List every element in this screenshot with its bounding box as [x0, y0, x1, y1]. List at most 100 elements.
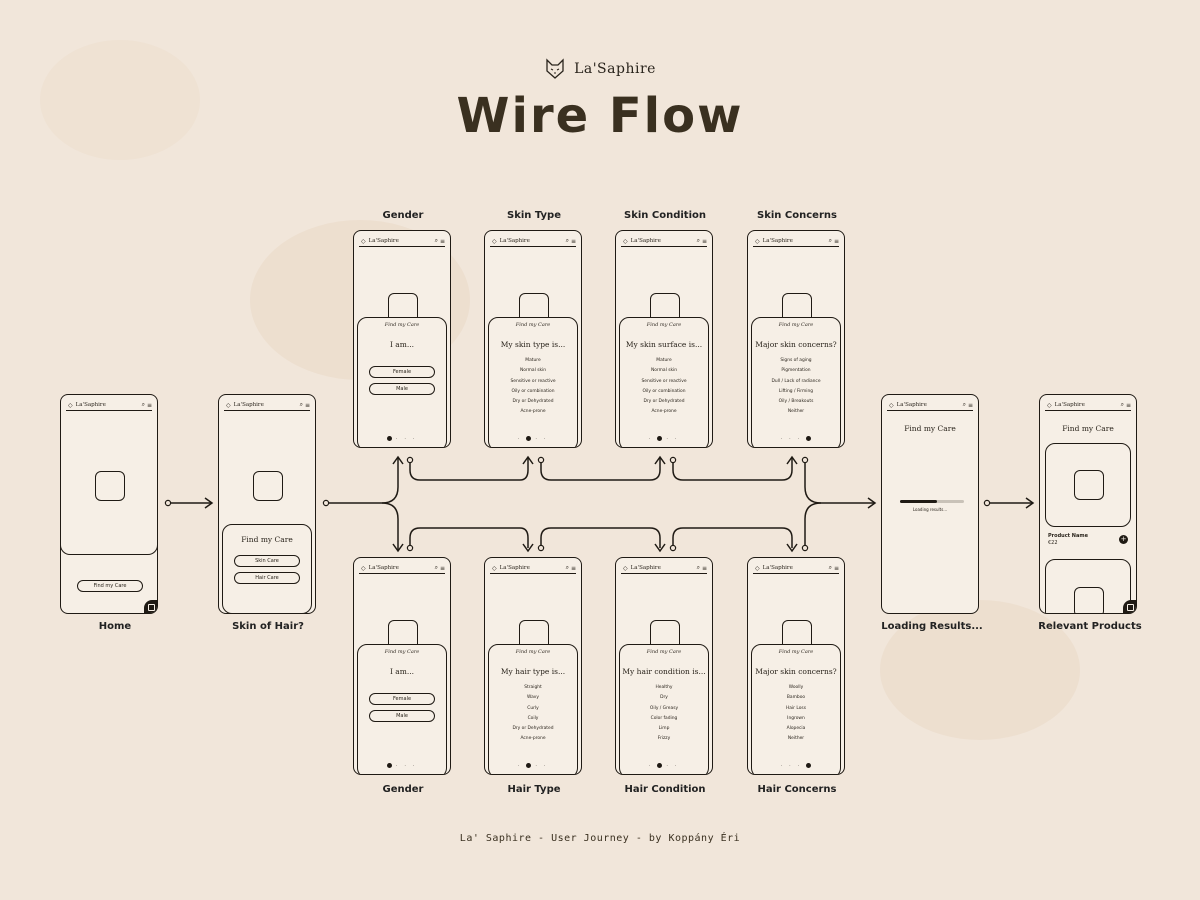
menu-icon[interactable]: ≡ — [146, 401, 152, 409]
menu-icon[interactable]: ≡ — [833, 564, 839, 572]
search-icon[interactable]: ⌕ — [828, 564, 832, 571]
search-icon[interactable]: ⌕ — [696, 237, 700, 244]
product-card[interactable] — [1045, 443, 1131, 527]
phone-products: ◇ La'Saphire ⌕ ≡ Find my Care Product Na… — [1039, 394, 1137, 614]
menu-icon[interactable]: ≡ — [570, 237, 576, 245]
option-item[interactable]: Alopecia — [786, 726, 806, 732]
product-name: Product Name — [1048, 533, 1088, 539]
phone-logo: La'Saphire — [630, 565, 661, 571]
option-item[interactable]: Oily or combination — [642, 388, 686, 394]
search-icon[interactable]: ⌕ — [696, 564, 700, 571]
menu-icon[interactable]: ≡ — [1125, 401, 1131, 409]
option-item[interactable]: Normal skin — [519, 368, 547, 374]
option-item[interactable]: Oily / Breakouts — [778, 399, 814, 405]
option-item[interactable]: Bamboo — [786, 695, 806, 701]
phone-skin-condition: ◇ La'Saphire ⌕ ≡ Find my Care My skin su… — [615, 230, 713, 448]
search-icon[interactable]: ⌕ — [828, 237, 832, 244]
search-icon[interactable]: ⌕ — [565, 237, 569, 244]
menu-icon[interactable]: ≡ — [439, 564, 445, 572]
option-item[interactable]: Lifting / Firming — [778, 388, 814, 394]
option-item[interactable]: Color fading — [650, 715, 678, 721]
step-indicator: · · · — [748, 763, 844, 768]
option-item[interactable]: Curly — [527, 705, 539, 711]
option-item[interactable]: Mature — [656, 358, 672, 363]
phone-header: ◇ La'Saphire ⌕ ≡ — [887, 401, 973, 411]
step-indicator: · · · — [748, 436, 844, 441]
option-item[interactable]: Oily or combination — [511, 388, 555, 394]
option-item[interactable]: Dry or Dehydrated — [512, 726, 554, 732]
female-option[interactable]: Female — [369, 366, 435, 378]
menu-icon[interactable]: ≡ — [833, 237, 839, 245]
product-card[interactable] — [1045, 559, 1131, 613]
hair-care-button[interactable]: Hair Care — [234, 572, 300, 584]
question-text: Major skin concerns? — [755, 667, 837, 676]
search-icon[interactable]: ⌕ — [434, 564, 438, 571]
question-card: Find my Care My hair type is... Straight… — [488, 644, 578, 774]
loading-title: Find my Care — [904, 424, 956, 433]
cat-logo-icon: ◇ — [361, 237, 366, 245]
option-item[interactable]: Hair Loss — [785, 705, 807, 711]
cart-icon[interactable] — [1123, 600, 1136, 613]
option-item[interactable]: Oily / Greasy — [649, 705, 679, 711]
option-item[interactable]: Dull / Lack of radiance — [771, 378, 821, 384]
option-item[interactable]: Healthy — [655, 685, 673, 690]
menu-icon[interactable]: ≡ — [701, 564, 707, 572]
option-item[interactable]: Sensitive or reactive — [641, 378, 687, 384]
question-card: Find my Care Major skin concerns? Signs … — [751, 317, 841, 447]
cat-logo-icon: ◇ — [755, 564, 760, 572]
option-item[interactable]: Limp — [658, 726, 670, 732]
option-item[interactable]: Ingrown — [787, 715, 805, 721]
label-skin-condition: Skin Condition — [624, 210, 706, 221]
add-to-cart-button[interactable]: + — [1119, 535, 1128, 544]
option-item[interactable]: Coily — [527, 715, 539, 721]
phone-header: ◇ La'Saphire ⌕ ≡ — [1045, 401, 1131, 411]
female-option[interactable]: Female — [369, 693, 435, 705]
menu-icon[interactable]: ≡ — [304, 401, 310, 409]
find-my-care-button[interactable]: Find my Care — [77, 580, 143, 592]
phone-skin-concerns: ◇ La'Saphire ⌕ ≡ Find my Care Major skin… — [747, 230, 845, 448]
menu-icon[interactable]: ≡ — [439, 237, 445, 245]
phone-header: ◇ La'Saphire ⌕ ≡ — [224, 401, 310, 411]
skin-care-button[interactable]: Skin Care — [234, 555, 300, 567]
option-item[interactable]: Normal skin — [650, 368, 678, 374]
option-item[interactable]: Wavy — [527, 695, 539, 701]
phone-hair-condition: ◇ La'Saphire ⌕ ≡ Find my Care My hair co… — [615, 557, 713, 775]
option-item[interactable]: Sensitive or reactive — [510, 378, 556, 384]
search-icon[interactable]: ⌕ — [434, 237, 438, 244]
menu-icon[interactable]: ≡ — [570, 564, 576, 572]
search-icon[interactable]: ⌕ — [1120, 401, 1124, 408]
option-item[interactable]: Straight — [524, 685, 542, 690]
option-item[interactable]: Acne-prone — [520, 736, 546, 742]
male-option[interactable]: Male — [369, 383, 435, 395]
search-icon[interactable]: ⌕ — [565, 564, 569, 571]
option-item[interactable]: Mature — [525, 358, 541, 363]
question-text: Major skin concerns? — [755, 340, 837, 349]
male-option[interactable]: Male — [369, 710, 435, 722]
phone-header: ◇ La'Saphire ⌕ ≡ — [753, 237, 839, 247]
option-item[interactable]: Dry — [660, 695, 668, 701]
menu-icon[interactable]: ≡ — [701, 237, 707, 245]
question-text: I am... — [389, 667, 415, 676]
step-indicator: · · · — [354, 436, 450, 441]
option-item[interactable]: Woolly — [788, 685, 804, 690]
card-title: Find my Care — [241, 535, 293, 544]
product-price: €22 — [1048, 540, 1058, 546]
option-item[interactable]: Pigmentation — [781, 368, 811, 374]
option-item[interactable]: Neither — [787, 409, 805, 415]
option-item[interactable]: Neither — [787, 736, 805, 742]
label-gender-bottom: Gender — [382, 784, 424, 795]
search-icon[interactable]: ⌕ — [299, 401, 303, 408]
option-item[interactable]: Acne-prone — [651, 409, 677, 415]
cart-icon[interactable] — [144, 600, 157, 613]
option-item[interactable]: Frizzy — [657, 736, 671, 742]
question-card: Find my Care My skin type is... Mature N… — [488, 317, 578, 447]
option-item[interactable]: Dry or Dehydrated — [512, 399, 554, 405]
label-relevant-products: Relevant Products — [1038, 621, 1142, 632]
phone-logo: La'Saphire — [630, 238, 661, 244]
search-icon[interactable]: ⌕ — [141, 401, 145, 408]
option-item[interactable]: Signs of aging — [780, 358, 812, 363]
option-item[interactable]: Acne-prone — [520, 409, 546, 415]
menu-icon[interactable]: ≡ — [967, 401, 973, 409]
option-item[interactable]: Dry or Dehydrated — [643, 399, 685, 405]
search-icon[interactable]: ⌕ — [962, 401, 966, 408]
